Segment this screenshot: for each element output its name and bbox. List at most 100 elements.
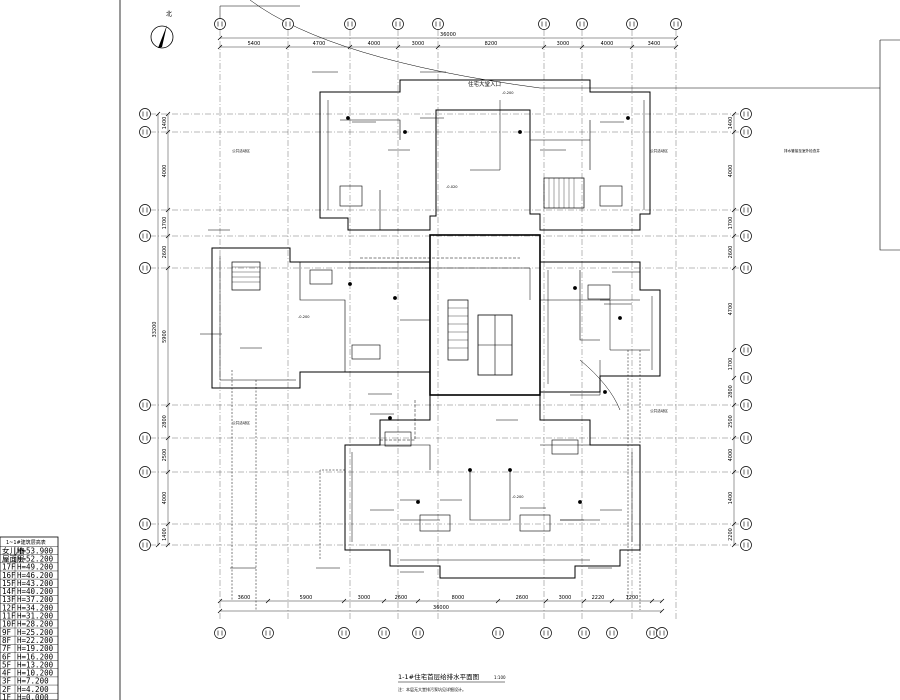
axis-grid <box>150 30 740 620</box>
west-room-label: 公共活动区 <box>232 148 250 153</box>
axis-bubble-top-2 <box>344 18 356 30</box>
axis-bubble-left-1 <box>139 126 151 138</box>
dim-bottom-4: 8000 <box>452 595 465 601</box>
axis-bubble-top-0 <box>214 18 226 30</box>
plan-scale: 1:100 <box>494 675 506 680</box>
axis-bubble-bottom-7 <box>578 627 590 639</box>
axis-bubble-bottom-1 <box>262 627 274 639</box>
table-floor-2: 17F <box>2 563 16 572</box>
axis-bubble-top-3 <box>392 18 404 30</box>
dim-top-0: 5400 <box>248 41 261 47</box>
table-floor-0: 女儿墙 <box>2 545 25 555</box>
building-walls <box>211 79 661 579</box>
axis-bubble-left-7 <box>139 466 151 478</box>
table-floor-9: 10F <box>2 620 16 629</box>
axis-bubble-top-8 <box>670 18 682 30</box>
axis-bubble-top-5 <box>538 18 550 30</box>
north-label: 北 <box>166 10 172 18</box>
table-height-2: H=49.200 <box>17 563 54 572</box>
table-floor-12: 7F <box>2 644 12 653</box>
table-floor-5: 14F <box>2 587 16 596</box>
table-floor-15: 4F <box>2 669 12 678</box>
axis-bubble-right-4 <box>740 262 752 274</box>
axis-bubble-right-10 <box>740 518 752 530</box>
dim-left-5: 2800 <box>162 415 168 428</box>
table-height-14: H=13.200 <box>17 660 54 669</box>
axis-bubble-top-1 <box>282 18 294 30</box>
axis-bubble-bottom-10 <box>656 627 668 639</box>
table-floor-1: 屋面层 <box>2 554 25 563</box>
dim-bottom-total-0: 36000 <box>433 605 449 611</box>
sheet-border <box>119 0 900 700</box>
partitions <box>299 119 640 521</box>
table-height-13: H=16.200 <box>17 652 54 661</box>
dim-left-4: 5900 <box>162 330 168 343</box>
east-room-label: 公共活动区 <box>650 148 668 153</box>
axis-bubble-right-0 <box>740 108 752 120</box>
dim-left-3: 2600 <box>162 246 168 259</box>
axis-bubble-bottom-4 <box>412 627 424 639</box>
pipe-tags <box>200 71 640 573</box>
axis-bubble-left-8 <box>139 518 151 530</box>
axis-bubble-bottom-5 <box>492 627 504 639</box>
se-room-label: 公共活动区 <box>650 408 668 413</box>
plumbing-fixtures <box>309 116 630 532</box>
table-height-12: H=19.200 <box>17 644 54 653</box>
table-height-4: H=43.200 <box>17 579 54 588</box>
dim-bottom-3: 2600 <box>395 595 408 601</box>
dim-right-1: 4000 <box>728 165 734 178</box>
axis-bubble-bottom-6 <box>540 627 552 639</box>
table-floor-14: 5F <box>2 660 12 669</box>
table-height-1: H=52.200 <box>17 554 54 563</box>
table-height-3: H=46.200 <box>17 571 54 580</box>
stair-treads <box>232 178 575 349</box>
sw-room-label: 公共活动区 <box>232 420 250 425</box>
axis-bubble-right-6 <box>740 372 752 384</box>
table-floor-11: 8F <box>2 636 12 645</box>
dim-right-4: 4700 <box>728 303 734 316</box>
axis-bubble-right-3 <box>740 230 752 242</box>
axis-bubble-right-11 <box>740 539 752 551</box>
axis-bubble-left-6 <box>139 432 151 444</box>
dim-left-8: 1400 <box>162 528 168 541</box>
axis-bubble-right-8 <box>740 432 752 444</box>
axis-bubble-right-1 <box>740 126 752 138</box>
axis-bubble-left-0 <box>139 108 151 120</box>
dim-left-7: 4000 <box>162 492 168 505</box>
dim-left-1: 4000 <box>162 165 168 178</box>
dim-top-7: 3400 <box>648 41 661 47</box>
dim-bottom-8: 1200 <box>626 595 639 601</box>
table-height-7: H=34.200 <box>17 603 54 612</box>
outdoor-note: 排水管接至室外检查井 <box>784 148 820 153</box>
dim-bottom-2: 3000 <box>358 595 371 601</box>
south-level: -0.200 <box>512 495 524 499</box>
axis-bubble-top-4 <box>432 18 444 30</box>
table-height-6: H=37.200 <box>17 595 54 604</box>
axis-bubbles <box>139 18 752 639</box>
dim-top-total-0: 36000 <box>440 32 456 38</box>
dim-right-10: 2200 <box>728 528 734 541</box>
dim-right-3: 2600 <box>728 246 734 259</box>
dim-left-total-0: 33200 <box>152 322 158 338</box>
table-height-0: H=53.900 <box>17 546 54 555</box>
table-height-18: H=0.000 <box>17 693 49 700</box>
axis-bubble-left-2 <box>139 204 151 216</box>
axis-bubble-left-9 <box>139 539 151 551</box>
table-floor-6: 13F <box>2 595 16 604</box>
dim-right-2: 1700 <box>728 217 734 230</box>
axis-bubble-bottom-3 <box>378 627 390 639</box>
axis-bubble-left-3 <box>139 230 151 242</box>
axis-bubble-bottom-0 <box>214 627 226 639</box>
axis-bubble-left-4 <box>139 262 151 274</box>
dim-bottom-7: 2220 <box>592 595 605 601</box>
table-height-15: H=10.200 <box>17 669 54 678</box>
axis-bubble-right-5 <box>740 344 752 356</box>
dim-right-5: 1700 <box>728 358 734 371</box>
table-height-11: H=22.200 <box>17 636 54 645</box>
table-floor-8: 11F <box>2 612 16 621</box>
dim-top-3: 3000 <box>412 41 425 47</box>
table-floor-3: 16F <box>2 571 16 580</box>
table-height-8: H=31.200 <box>17 612 54 621</box>
